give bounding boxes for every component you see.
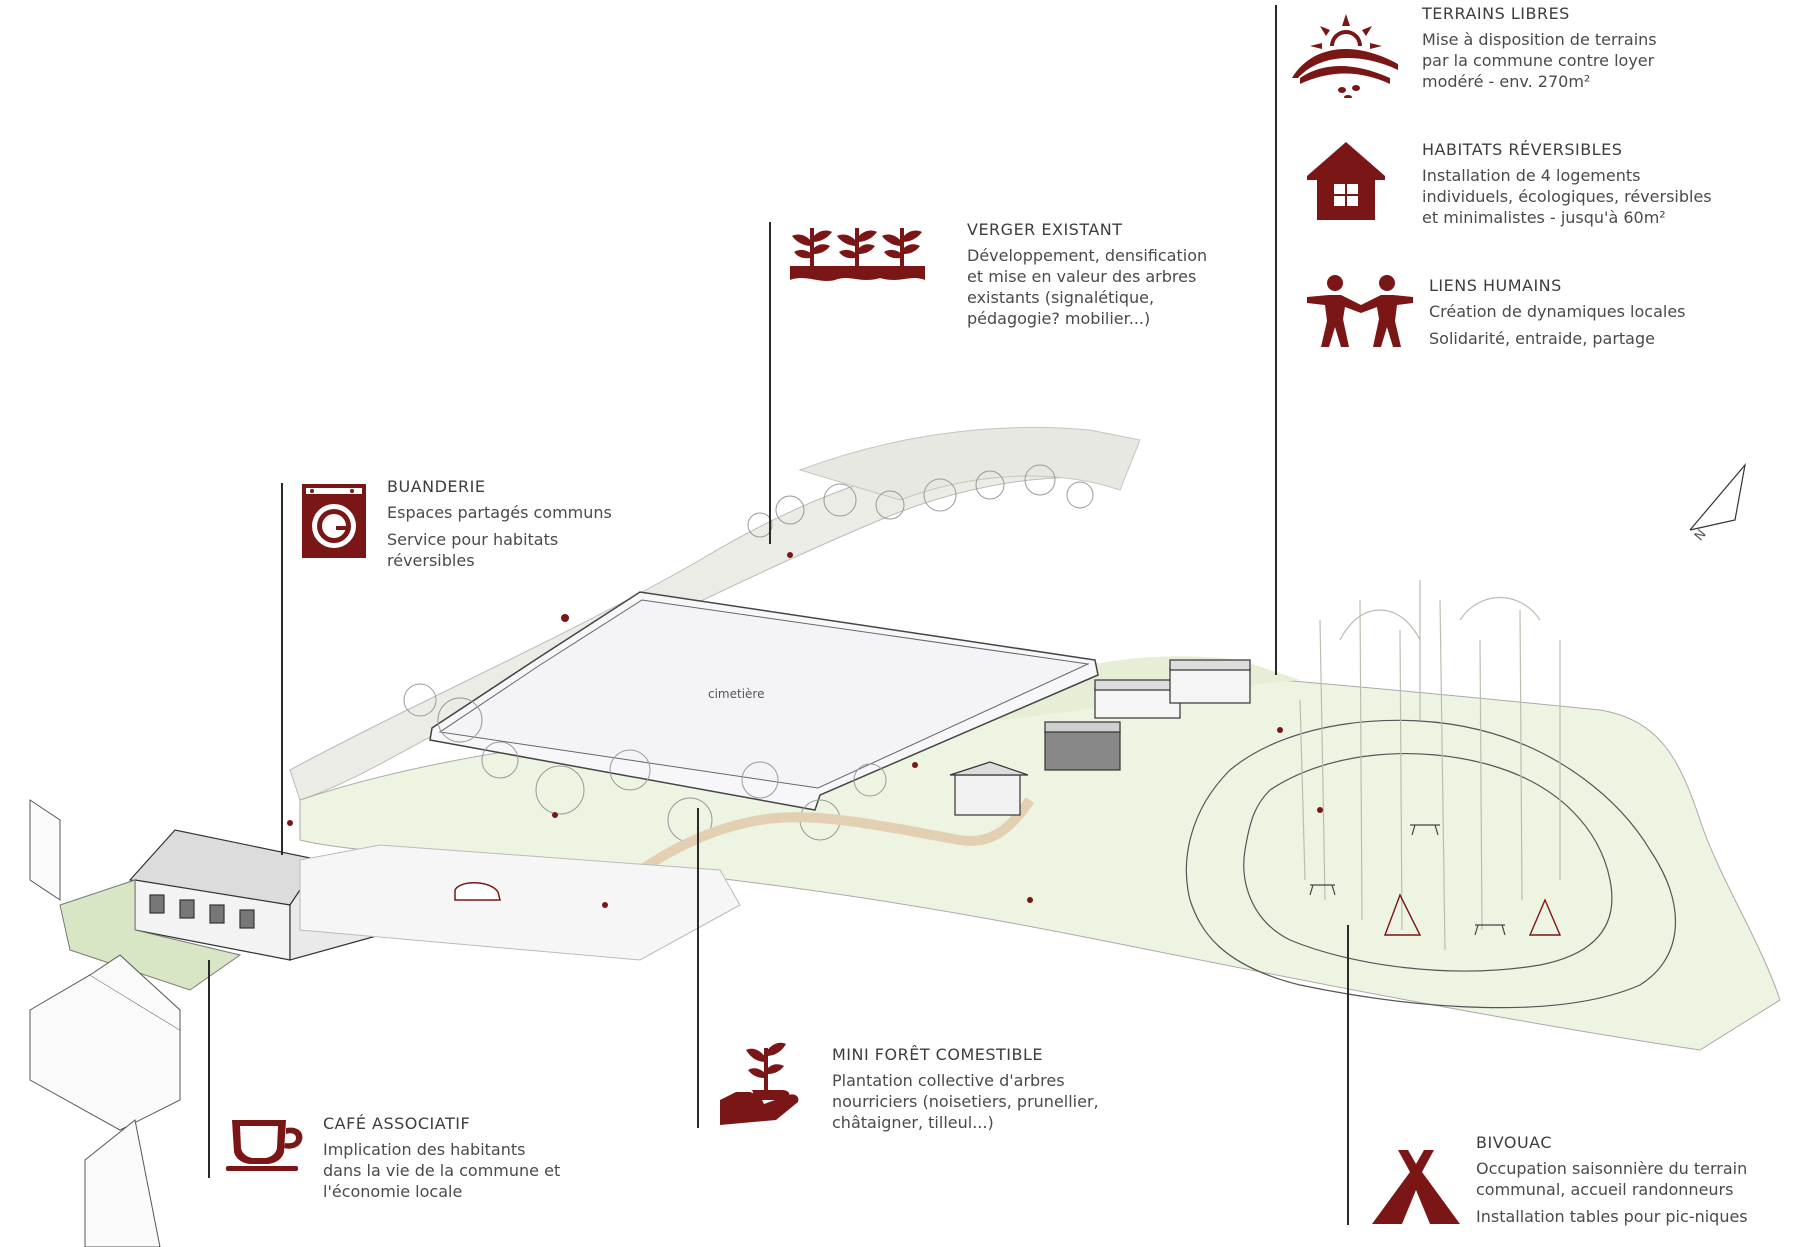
callout-title: VERGER EXISTANT bbox=[967, 220, 1123, 239]
people-holding-hands-icon bbox=[1307, 275, 1413, 347]
leader-line-buanderie bbox=[281, 483, 283, 855]
callout-verger-existant: VERGER EXISTANT Développement, densifica… bbox=[967, 220, 1207, 329]
callout-line: l'économie locale bbox=[323, 1182, 463, 1201]
callout-title: TERRAINS LIBRES bbox=[1422, 4, 1570, 23]
callout-line: par la commune contre loyer bbox=[1422, 51, 1655, 70]
tiny-house-1 bbox=[949, 761, 1029, 816]
callout-line: Espaces partagés communs bbox=[387, 503, 612, 522]
callout-line: modéré - env. 270m² bbox=[1422, 72, 1591, 91]
callout-line: individuels, écologiques, réversibles bbox=[1422, 187, 1712, 206]
callout-habitats-reversibles: HABITATS RÉVERSIBLES Installation de 4 l… bbox=[1422, 140, 1712, 228]
sun-over-land-icon bbox=[1292, 14, 1398, 98]
callout-line: dans la vie de la commune et bbox=[323, 1161, 561, 1180]
callout-title: CAFÉ ASSOCIATIF bbox=[323, 1114, 471, 1133]
callout-buanderie: BUANDERIE Espaces partagés communs Servi… bbox=[387, 477, 612, 571]
bivouac-trees bbox=[1299, 580, 1561, 951]
cafe-terrace bbox=[59, 879, 242, 991]
callout-cafe-associatif: CAFÉ ASSOCIATIF Implication des habitant… bbox=[323, 1114, 560, 1202]
callout-title: LIENS HUMAINS bbox=[1429, 276, 1562, 295]
callout-line: nourriciers (noisetiers, prunellier, bbox=[832, 1092, 1099, 1111]
leader-line-bivouac bbox=[1347, 925, 1349, 1225]
callout-mini-foret-comestible: MINI FORÊT COMESTIBLE Plantation collect… bbox=[832, 1045, 1099, 1133]
coffee-cup-icon bbox=[226, 1120, 303, 1171]
tiny-house-2 bbox=[1044, 721, 1121, 771]
callout-line: Mise à disposition de terrains bbox=[1422, 30, 1657, 49]
callout-line: Plantation collective d'arbres bbox=[832, 1071, 1065, 1090]
callout-line: Installation de 4 logements bbox=[1422, 166, 1641, 185]
plant-rows-icon bbox=[790, 228, 925, 281]
cemetery-label: cimetière bbox=[708, 687, 765, 701]
callout-line: existants (signalétique, bbox=[967, 288, 1155, 307]
callout-line: et minimalistes - jusqu'à 60m² bbox=[1422, 208, 1666, 227]
callout-title: HABITATS RÉVERSIBLES bbox=[1422, 140, 1623, 159]
leader-line-verger bbox=[769, 222, 771, 544]
vegetation-sketch bbox=[403, 464, 1094, 843]
callout-line: Service pour habitats bbox=[387, 530, 559, 549]
north-arrow bbox=[1689, 462, 1746, 531]
washing-machine-icon bbox=[302, 484, 366, 558]
callout-liens-humains: LIENS HUMAINS Création de dynamiques loc… bbox=[1429, 276, 1686, 349]
callout-line: Solidarité, entraide, partage bbox=[1429, 329, 1655, 348]
leader-line-foret bbox=[697, 808, 699, 1128]
accent-figures bbox=[287, 552, 1323, 908]
callout-bivouac: BIVOUAC Occupation saisonnière du terrai… bbox=[1476, 1133, 1748, 1227]
bivouac-contour-inner bbox=[1243, 752, 1613, 972]
callout-terrains-libres: TERRAINS LIBRES Mise à disposition de te… bbox=[1422, 4, 1657, 92]
callout-line: et mise en valeur des arbres bbox=[967, 267, 1197, 286]
callout-title: BUANDERIE bbox=[387, 477, 486, 496]
callout-line: pédagogie? mobilier...) bbox=[967, 309, 1151, 328]
parking-lot bbox=[299, 844, 741, 961]
callout-line: Installation tables pour pic-niques bbox=[1476, 1207, 1748, 1226]
tent-icon bbox=[1372, 1150, 1460, 1224]
tiny-house-3 bbox=[1094, 679, 1181, 719]
callout-title: BIVOUAC bbox=[1476, 1133, 1552, 1152]
walking-path bbox=[596, 797, 1035, 904]
leader-line-terrains bbox=[1275, 5, 1277, 675]
bivouac-furniture bbox=[1309, 824, 1506, 936]
leader-line-cafe bbox=[208, 960, 210, 1178]
bivouac-tents bbox=[1383, 893, 1562, 936]
cemetery-top bbox=[438, 599, 1090, 789]
sprout-in-hand-icon bbox=[720, 1042, 799, 1125]
callout-line: réversibles bbox=[387, 551, 475, 570]
callout-title: MINI FORÊT COMESTIBLE bbox=[832, 1045, 1044, 1064]
callout-line: communal, accueil randonneurs bbox=[1476, 1180, 1734, 1199]
callout-line: Implication des habitants bbox=[323, 1140, 526, 1159]
callout-line: châtaigner, tilleul...) bbox=[832, 1113, 994, 1132]
callout-line: Occupation saisonnière du terrain bbox=[1476, 1159, 1748, 1178]
house-icon bbox=[1307, 142, 1385, 220]
parked-car bbox=[454, 882, 501, 901]
callout-line: Création de dynamiques locales bbox=[1429, 302, 1686, 321]
bivouac-contour-outer bbox=[1185, 719, 1677, 1009]
callout-line: Développement, densification bbox=[967, 246, 1208, 265]
road-upper bbox=[798, 426, 1141, 501]
tiny-house-4 bbox=[1169, 659, 1251, 704]
neighbour-houses bbox=[29, 799, 181, 1247]
